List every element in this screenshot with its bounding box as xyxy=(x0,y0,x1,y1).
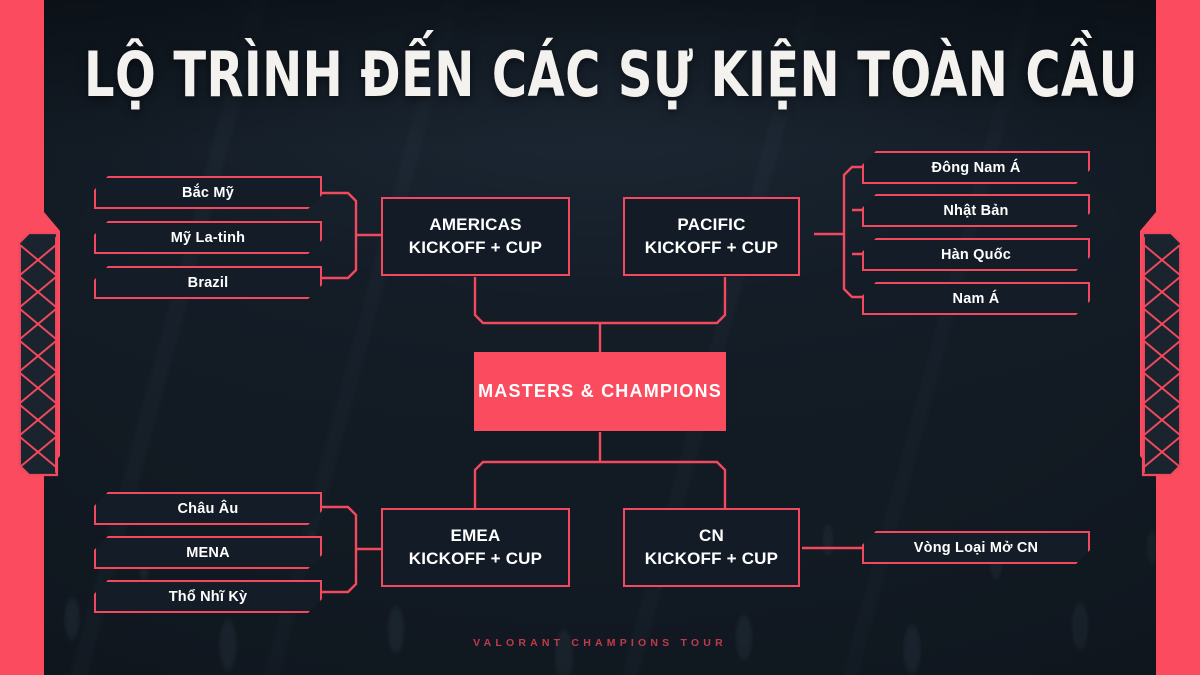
left-rail-graphic xyxy=(0,0,60,675)
feeder-box-nhat-ban[interactable]: Nhật Bản xyxy=(862,194,1090,227)
right-decorative-rail xyxy=(1128,0,1200,675)
feeder-label: Thổ Nhĩ Kỳ xyxy=(168,588,248,605)
feeder-label: Brazil xyxy=(187,274,229,291)
league-subtitle: KICKOFF + CUP xyxy=(644,548,779,568)
feeder-label: MENA xyxy=(186,544,230,561)
league-subtitle: KICKOFF + CUP xyxy=(408,548,543,568)
feeder-label: Mỹ La-tinh xyxy=(170,229,246,246)
feeder-box-han-quoc[interactable]: Hàn Quốc xyxy=(862,238,1090,271)
feeder-box-brazil[interactable]: Brazil xyxy=(94,266,322,299)
league-name: EMEA xyxy=(450,525,501,545)
league-name: CN xyxy=(699,525,724,545)
feeder-label: Vòng Loại Mở CN xyxy=(913,539,1039,556)
league-name: AMERICAS xyxy=(429,214,522,234)
feeder-box-dong-nam-a[interactable]: Đông Nam Á xyxy=(862,151,1090,184)
final-stage-label: MASTERS & CHAMPIONS xyxy=(478,381,722,401)
feeder-label: Đông Nam Á xyxy=(931,159,1021,176)
league-box-americas[interactable]: AMERICAS KICKOFF + CUP xyxy=(381,197,570,276)
connector-upper-to-masters xyxy=(468,277,732,353)
league-name: PACIFIC xyxy=(677,214,746,234)
feeder-label: Nhật Bản xyxy=(943,202,1009,219)
final-stage-box-masters-champions[interactable]: MASTERS & CHAMPIONS xyxy=(474,352,726,431)
feeder-label: Bắc Mỹ xyxy=(182,184,234,201)
feeder-box-vong-loai-mo-cn[interactable]: Vòng Loại Mở CN xyxy=(862,531,1090,564)
league-subtitle: KICKOFF + CUP xyxy=(408,237,543,257)
connector-cn-to-qualifier xyxy=(802,540,872,556)
right-truss xyxy=(1141,231,1183,477)
feeder-box-my-la-tinh[interactable]: Mỹ La-tinh xyxy=(94,221,322,254)
feeder-box-mena[interactable]: MENA xyxy=(94,536,322,569)
connector-emea-feeders xyxy=(318,492,388,607)
feeder-box-tho-nhi-ky[interactable]: Thổ Nhĩ Kỳ xyxy=(94,580,322,613)
feeder-label: Hàn Quốc xyxy=(940,246,1012,263)
feeder-label: Nam Á xyxy=(952,290,1000,307)
connector-americas-feeders xyxy=(318,178,388,293)
left-truss xyxy=(17,231,59,477)
feeder-box-bac-my[interactable]: Bắc Mỹ xyxy=(94,176,322,209)
feeder-box-chau-au[interactable]: Châu Âu xyxy=(94,492,322,525)
right-rail-graphic xyxy=(1140,0,1200,675)
footer-brand-text: VALORANT CHAMPIONS TOUR xyxy=(473,637,727,649)
league-box-pacific[interactable]: PACIFIC KICKOFF + CUP xyxy=(623,197,800,276)
league-box-cn[interactable]: CN KICKOFF + CUP xyxy=(623,508,800,587)
league-box-emea[interactable]: EMEA KICKOFF + CUP xyxy=(381,508,570,587)
league-subtitle: KICKOFF + CUP xyxy=(644,237,779,257)
feeder-box-nam-a[interactable]: Nam Á xyxy=(862,282,1090,315)
page-title: LỘ TRÌNH ĐẾN CÁC SỰ KIỆN TOÀN CẦU xyxy=(84,38,1138,111)
left-decorative-rail xyxy=(0,0,72,675)
feeder-label: Châu Âu xyxy=(177,500,239,517)
connector-masters-to-lower xyxy=(468,432,732,508)
